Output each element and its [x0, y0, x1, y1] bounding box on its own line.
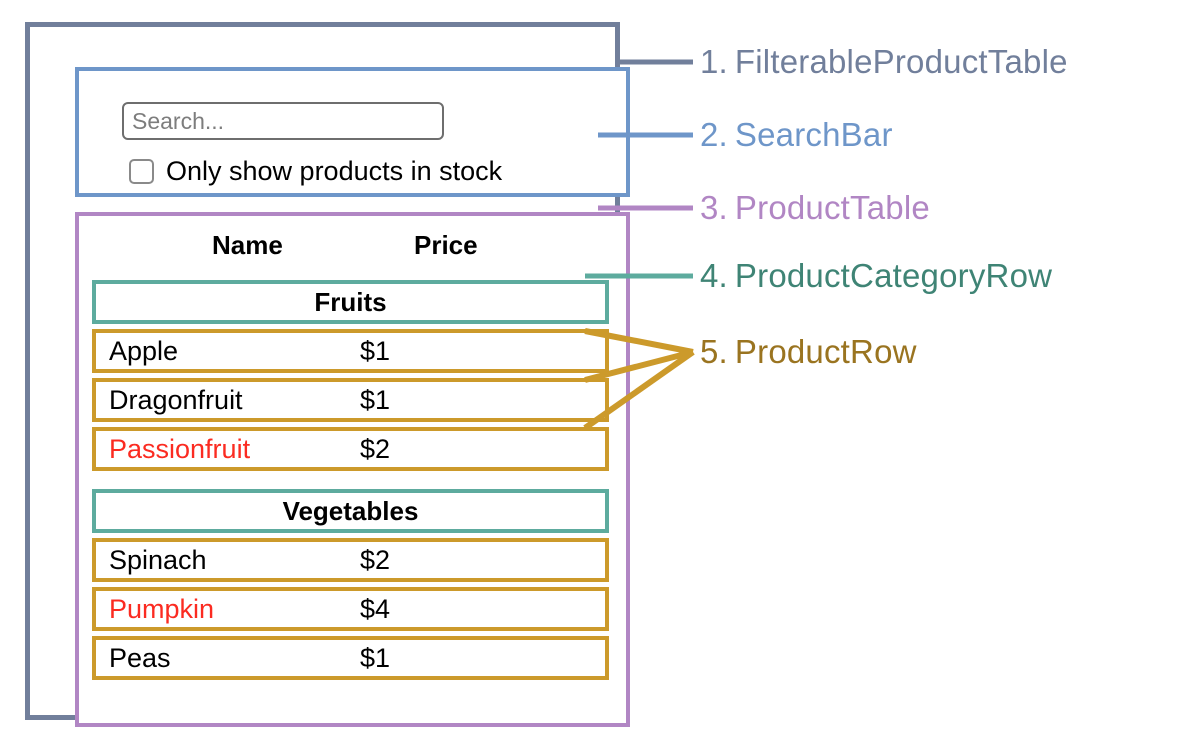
- product-name: Spinach: [109, 545, 207, 575]
- product-row: Apple $1: [92, 329, 609, 373]
- legend-number: 1.: [700, 43, 728, 80]
- product-name: Dragonfruit: [109, 385, 243, 415]
- product-price: $1: [360, 385, 391, 415]
- legend-label: ProductCategoryRow: [734, 257, 1053, 294]
- legend-number: 5.: [700, 333, 728, 370]
- product-table-header: Name Price: [79, 230, 626, 272]
- legend-number: 2.: [700, 116, 728, 153]
- in-stock-checkbox-label: Only show products in stock: [166, 156, 503, 186]
- product-category-row: Fruits: [92, 280, 609, 324]
- product-name: Pumpkin: [109, 594, 215, 624]
- column-header-price: Price: [414, 230, 478, 260]
- legend-number: 3.: [700, 189, 728, 226]
- checkbox-icon[interactable]: [129, 158, 154, 184]
- product-price: $2: [360, 434, 391, 464]
- legend-label: FilterableProductTable: [734, 43, 1068, 80]
- legend-number: 4.: [700, 257, 728, 294]
- product-price: $1: [360, 643, 391, 673]
- filterable-product-table-box: Search... Only show products in stock Na…: [25, 22, 630, 727]
- product-row: Peas $1: [92, 636, 609, 680]
- product-category-label: Fruits: [314, 287, 387, 317]
- product-table-rows: Fruits Apple $1 Dragonfruit $1 Passionfr…: [92, 280, 609, 680]
- product-table-box: Name Price Fruits Apple $1 Dragonfruit $…: [75, 212, 630, 727]
- product-row: Dragonfruit $1: [92, 378, 609, 422]
- product-name: Apple: [109, 336, 179, 366]
- in-stock-checkbox-row[interactable]: Only show products in stock: [129, 157, 502, 185]
- product-row: Pumpkin $4: [92, 587, 609, 631]
- product-price: $1: [360, 336, 391, 366]
- product-price: $4: [360, 594, 391, 624]
- search-bar-box: Search... Only show products in stock: [75, 67, 630, 197]
- legend-item-product-category-row: 4.ProductCategoryRow: [700, 258, 1052, 294]
- legend-label: ProductTable: [734, 189, 930, 226]
- product-category-label: Vegetables: [282, 496, 419, 526]
- legend-label: SearchBar: [734, 116, 893, 153]
- legend-item-search-bar: 2.SearchBar: [700, 117, 893, 153]
- product-category-row: Vegetables: [92, 489, 609, 533]
- product-name: Passionfruit: [109, 434, 251, 464]
- column-header-name: Name: [212, 230, 283, 260]
- group-spacer: [92, 471, 609, 489]
- legend-item-product-table: 3.ProductTable: [700, 190, 930, 226]
- search-input[interactable]: Search...: [122, 102, 444, 140]
- product-name: Peas: [109, 643, 171, 673]
- legend-item-product-row: 5.ProductRow: [700, 334, 917, 370]
- legend-item-filterable-product-table: 1.FilterableProductTable: [700, 44, 1068, 80]
- product-row: Spinach $2: [92, 538, 609, 582]
- product-row: Passionfruit $2: [92, 427, 609, 471]
- product-price: $2: [360, 545, 391, 575]
- legend-label: ProductRow: [734, 333, 917, 370]
